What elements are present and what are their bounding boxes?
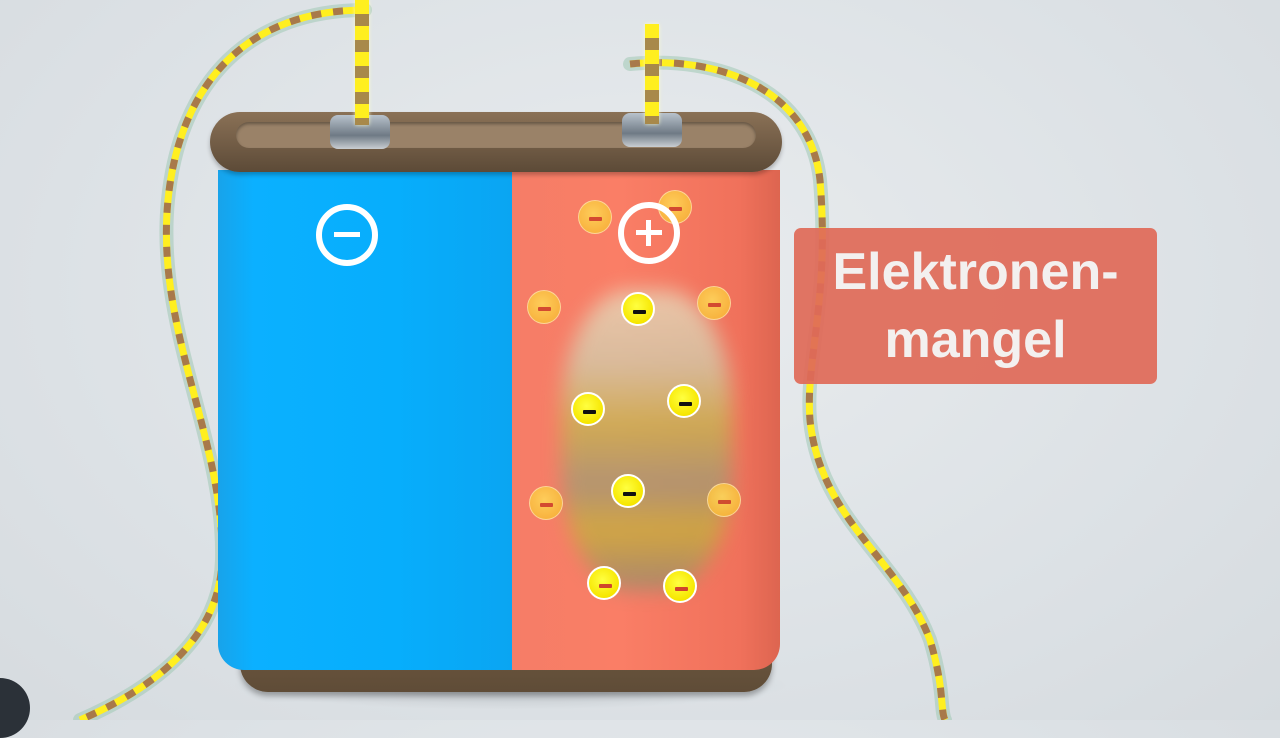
minus-sign-icon — [708, 303, 721, 307]
minus-sign-icon — [583, 410, 596, 414]
electron-icon — [707, 483, 741, 517]
minus-sign-icon — [679, 402, 692, 406]
electron-icon — [571, 392, 605, 426]
minus-sign-icon — [538, 307, 551, 311]
electron-icon — [621, 292, 655, 326]
minus-circle-icon — [316, 204, 378, 266]
label-line-2: mangel — [884, 311, 1067, 369]
connection-wires — [73, 3, 952, 720]
electron-deficit-label: Elektronen- mangel — [794, 228, 1157, 384]
label-line-1: Elektronen- — [832, 243, 1119, 301]
battery-lid — [210, 112, 782, 172]
minus-sign-icon — [633, 310, 646, 314]
battery-scene: Elektronen- mangel — [0, 0, 1157, 738]
positive-post — [645, 24, 659, 124]
electron-icon — [667, 384, 701, 418]
electron-icon — [587, 566, 621, 600]
electron-icon — [611, 474, 645, 508]
minus-sign-icon — [540, 503, 553, 507]
electron-icon — [529, 486, 563, 520]
minus-sign-icon — [599, 584, 612, 588]
electron-icon — [697, 286, 731, 320]
inner-core-blur — [562, 290, 732, 590]
minus-sign-icon — [623, 492, 636, 496]
minus-sign-icon — [589, 217, 602, 221]
electron-icon — [578, 200, 612, 234]
electron-icon — [527, 290, 561, 324]
negative-post — [355, 0, 369, 125]
minus-sign-icon — [669, 207, 682, 211]
minus-sign-icon — [718, 500, 731, 504]
electron-icon — [663, 569, 697, 603]
plus-circle-icon — [618, 202, 680, 264]
minus-sign-icon — [675, 587, 688, 591]
